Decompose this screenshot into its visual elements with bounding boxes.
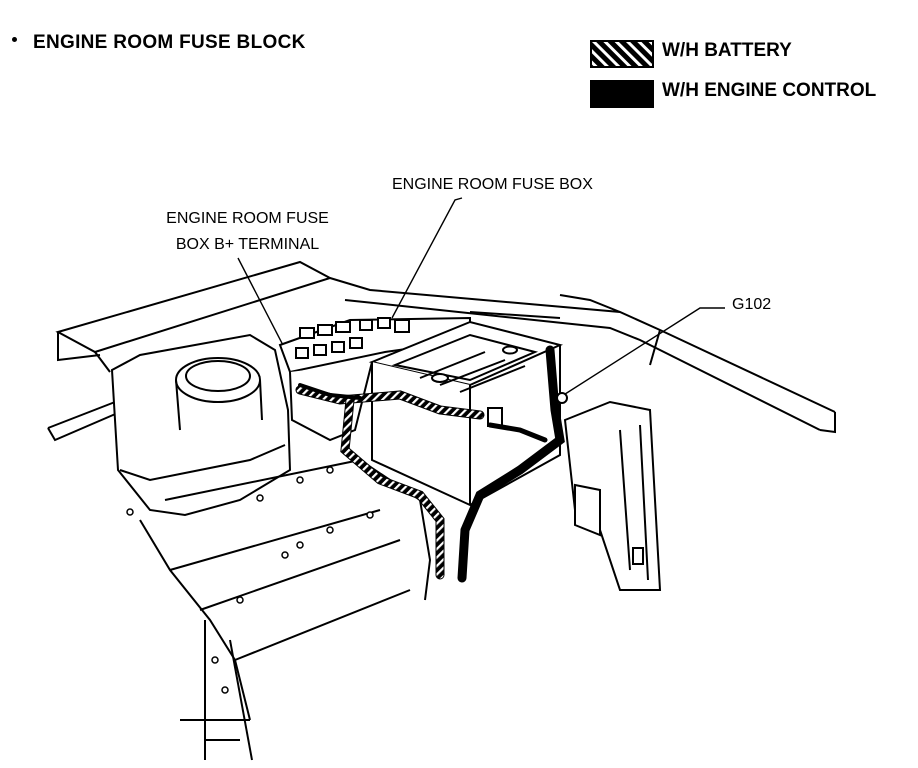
bullet-icon bbox=[12, 37, 17, 43]
battery-harness bbox=[295, 385, 485, 580]
title-text: ENGINE ROOM FUSE BLOCK bbox=[33, 32, 306, 53]
engine-control-harness bbox=[298, 345, 565, 583]
apron-holes bbox=[126, 466, 374, 694]
legend-label-engine-control: W/H ENGINE CONTROL bbox=[662, 80, 877, 101]
solid-swatch-icon bbox=[590, 80, 654, 108]
leader-g102 bbox=[561, 307, 725, 397]
callout-g102: G102 bbox=[732, 296, 772, 313]
hatched-swatch-icon bbox=[590, 40, 654, 68]
g102-ground-point bbox=[556, 392, 568, 404]
bracket-right bbox=[563, 400, 662, 591]
callout-fuse-box: ENGINE ROOM FUSE BOX bbox=[392, 176, 593, 193]
callout-b-plus-terminal: ENGINE ROOM FUSE BOX B+ TERMINAL bbox=[150, 206, 345, 258]
legend-label-battery: W/H BATTERY bbox=[662, 40, 792, 61]
diagram-title: ENGINE ROOM FUSE BLOCK bbox=[12, 32, 306, 54]
fender-structure bbox=[47, 260, 836, 442]
strut-tower bbox=[110, 333, 292, 517]
callout-b-plus-line2: BOX B+ TERMINAL bbox=[175, 236, 320, 253]
callout-b-plus-line1: ENGINE ROOM FUSE bbox=[166, 210, 329, 227]
leader-fuse-box bbox=[391, 197, 463, 319]
battery bbox=[368, 320, 564, 507]
